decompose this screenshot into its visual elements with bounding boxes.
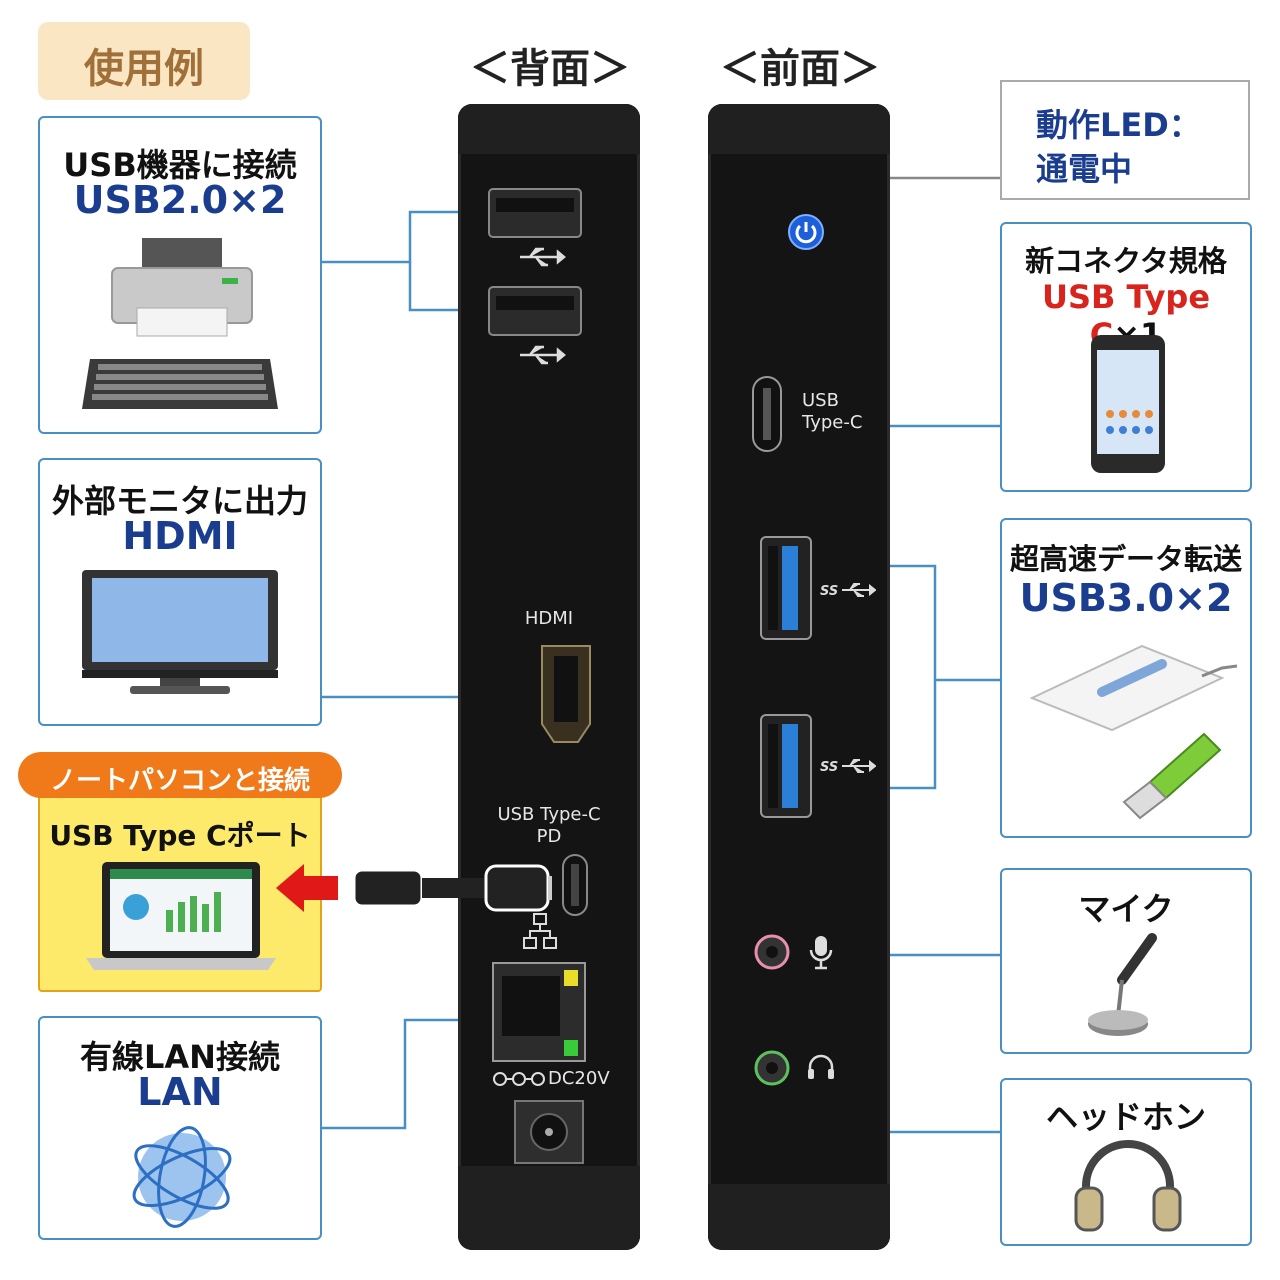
typec-box: 新コネクタ規格 USB Type C×1 [1000, 222, 1252, 492]
mic-icon [809, 936, 833, 970]
typec-sub-red: USB Type C [1041, 278, 1211, 354]
laptop-banner-label: ノートパソコンと接続 [49, 766, 310, 796]
monitor-icon [82, 570, 278, 694]
front-panel: USB Type-C SS SS [708, 104, 890, 1250]
lan-title: 有線LAN接続 [80, 1038, 280, 1076]
connect-arrow-icon [276, 864, 338, 912]
globe-icon [132, 1126, 232, 1228]
back-title: ＜背面＞ [470, 46, 630, 92]
keyboard-icon [82, 359, 278, 409]
dc-polarity-icon [493, 1072, 545, 1086]
laptop-icon [86, 862, 276, 970]
network-icon [523, 913, 557, 949]
front-top-cap [708, 104, 890, 154]
typec-pd-label-1: USB Type-C [497, 804, 601, 825]
hdmi-port-label: HDMI [524, 608, 574, 629]
laptop-banner: ノートパソコンと接続 [18, 752, 342, 798]
usb2-sub: USB2.0×2 [73, 178, 287, 222]
usb-symbol-icon [520, 247, 566, 267]
usb3-sub: USB3.0×2 [1019, 576, 1233, 620]
mic-jack[interactable] [754, 934, 790, 970]
headphone-title: ヘッドホン [1045, 1098, 1206, 1136]
usb3-title: 超高速データ転送 [1009, 542, 1242, 576]
usb2-box: USB機器に接続 USB2.0×2 [38, 116, 322, 434]
smartphone-icon [1091, 335, 1165, 473]
ss-usb-symbol-icon: SS [820, 759, 876, 775]
led-line-1: 動作LED： [1036, 106, 1201, 144]
back-bottom-cap [458, 1166, 640, 1250]
typec-front-port[interactable] [752, 376, 782, 452]
hdmi-sub: HDMI [122, 514, 238, 558]
hdmi-title: 外部モニタに出力 [51, 482, 308, 520]
laptop-title: USB Type Cポート [49, 819, 311, 852]
typec-pd-label-2: PD [536, 826, 562, 847]
printer-icon [111, 238, 253, 337]
svg-text:SS: SS [820, 760, 838, 775]
typec-cable-icon [352, 864, 552, 912]
typec-title: 新コネクタ規格 [1025, 244, 1227, 278]
led-line-2: 通電中 [1036, 150, 1133, 188]
usb3-port-2[interactable] [760, 714, 812, 818]
usb3-box: 超高速データ転送 USB3.0×2 [1000, 518, 1252, 838]
back-top-cap [458, 104, 640, 154]
laptop-box: USB Type Cポート [38, 776, 322, 992]
dc-power-port[interactable] [514, 1100, 584, 1164]
headphone-jack[interactable] [754, 1050, 790, 1086]
mic-box: マイク [1000, 868, 1252, 1054]
mic-title: マイク [1078, 890, 1174, 928]
microphone-icon [1088, 933, 1157, 1036]
power-led-icon [788, 214, 824, 250]
lan-sub: LAN [137, 1070, 223, 1114]
led-box: 動作LED： 通電中 [1000, 80, 1250, 200]
typec-front-label-2: Type-C [802, 412, 863, 433]
external-hdd-icon [1029, 644, 1238, 732]
svg-text:SS: SS [820, 584, 838, 599]
front-title: ＜前面＞ [720, 46, 880, 92]
lan-port[interactable] [492, 962, 586, 1062]
usb-flash-drive-icon [1122, 732, 1222, 820]
usb2-port-2[interactable] [488, 286, 582, 336]
usage-tag-label: 使用例 [84, 46, 204, 92]
lan-box: 有線LAN接続 LAN [38, 1016, 322, 1240]
front-bottom-cap [708, 1184, 890, 1250]
hdmi-port[interactable] [540, 644, 592, 744]
hdmi-box: 外部モニタに出力 HDMI [38, 458, 322, 726]
typec-front-label-1: USB [802, 390, 839, 411]
dc-label: DC20V [548, 1068, 610, 1089]
usb2-port-1[interactable] [488, 188, 582, 238]
usb3-port-1[interactable] [760, 536, 812, 640]
back-panel: HDMI USB Type-C PD DC20V [458, 104, 640, 1250]
usage-tag: 使用例 [38, 22, 250, 100]
headphone-box: ヘッドホン [1000, 1078, 1252, 1246]
usb-symbol-icon [520, 345, 566, 365]
typec-pd-port[interactable] [562, 854, 588, 916]
headphones-icon [1074, 1140, 1182, 1232]
usb2-title: USB機器に接続 [63, 146, 297, 184]
headphone-symbol-icon [808, 1054, 834, 1079]
ss-usb-symbol-icon: SS [820, 583, 876, 599]
